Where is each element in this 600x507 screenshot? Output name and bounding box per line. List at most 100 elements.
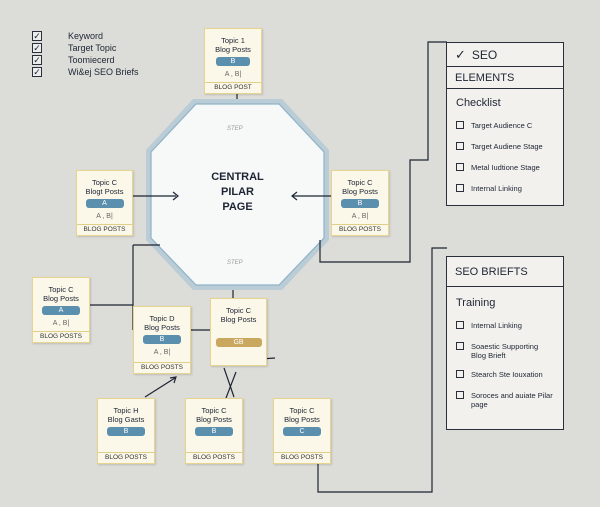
legend-label: Wi&ej SEO Briefs <box>68 67 139 77</box>
topic-card-highlighted[interactable]: Topic C Blog Posts GB <box>210 298 267 366</box>
checkbox-icon[interactable] <box>456 163 464 171</box>
card-topic: Topic C <box>91 178 117 187</box>
central-pillar-title: CENTRAL PILAR PAGE <box>190 170 285 215</box>
panel-subtitle: ELEMENTS <box>447 67 563 89</box>
topic-card[interactable]: Topic 1 Blog Posts B A , B| BLOG POST <box>204 28 262 94</box>
card-tag: B <box>216 57 250 66</box>
card-subtitle: Blog Posts <box>43 294 79 303</box>
checkbox-icon[interactable] <box>456 321 464 329</box>
checklist-item[interactable]: Target Audiene Stage <box>456 142 554 151</box>
checkbox-icon[interactable] <box>456 342 464 350</box>
topic-card[interactable]: Topic C Blog Posts C BLOG POSTS <box>273 398 331 464</box>
card-tag: A <box>42 306 80 315</box>
central-octagon-inner <box>150 103 325 286</box>
legend-item: ✓ Toomiecerd <box>32 54 139 66</box>
card-topic: Topic D <box>149 314 175 323</box>
card-subtitle: Blog Posts <box>342 187 378 196</box>
card-tag: GB <box>215 338 262 347</box>
checklist-label: Target Audience C <box>471 121 533 130</box>
brief-label: Stearch Ste Iouxation <box>471 370 543 379</box>
panel-title: SEO BRIEFTS <box>447 257 563 287</box>
checkbox-icon[interactable]: ✓ <box>32 43 42 53</box>
panel-heading: Checklist <box>456 97 501 109</box>
brief-item[interactable]: Soroces and auiate Pilar page <box>456 391 554 409</box>
checkbox-icon[interactable] <box>456 142 464 150</box>
card-ab: A , B| <box>351 213 369 220</box>
topic-card[interactable]: Topic C Blog Posts A A , B| BLOG POSTS <box>32 277 90 343</box>
card-ab: A , B| <box>52 320 70 327</box>
topic-card[interactable]: Topic C Blog Posts B A , B| BLOG POSTS <box>331 170 389 236</box>
checkmark-icon: ✓ <box>455 46 466 62</box>
legend: ✓ Keyword ✓ Target Topic ✓ Toomiecerd ✓ … <box>32 30 139 78</box>
topic-card[interactable]: Topic C Blog Posts B BLOG POSTS <box>185 398 243 464</box>
card-footer: BLOG POST <box>205 82 261 92</box>
seo-briefs-panel: SEO BRIEFTS Training Internal Linking So… <box>446 256 564 430</box>
brief-item[interactable]: Soaestic Supporting Blog Brieft <box>456 342 554 360</box>
card-subtitle: Blog Gasts <box>107 415 145 424</box>
card-footer: BLOG POSTS <box>77 224 132 234</box>
card-footer: BLOG POSTS <box>134 362 190 372</box>
checkbox-icon[interactable] <box>456 121 464 129</box>
panel-title: SEO <box>471 47 498 62</box>
card-tag: B <box>143 335 181 344</box>
card-topic: Topic C <box>347 178 373 187</box>
card-subtitle: Blog Posts <box>144 323 180 332</box>
checkbox-icon[interactable] <box>456 184 464 192</box>
brief-label: Soroces and auiate Pilar page <box>471 391 553 409</box>
card-ab: A , B| <box>224 71 242 78</box>
card-subtitle: Blog Posts <box>284 415 320 424</box>
card-subtitle: Blogt Posts <box>85 187 124 196</box>
card-tag: B <box>107 427 145 436</box>
checklist-label: Target Audiene Stage <box>471 142 543 151</box>
checkbox-icon[interactable]: ✓ <box>32 55 42 65</box>
legend-item: ✓ Wi&ej SEO Briefs <box>32 66 139 78</box>
checkbox-icon[interactable] <box>456 370 464 378</box>
brief-label: Internal Linking <box>471 321 522 330</box>
card-footer: BLOG POSTS <box>332 224 388 234</box>
checklist-item[interactable]: Metal Iudtione Stage <box>456 163 554 172</box>
card-footer: BLOG POSTS <box>186 452 242 462</box>
central-line-1: CENTRAL <box>211 171 264 183</box>
card-ab: A , B| <box>96 213 113 220</box>
brief-item[interactable]: Internal Linking <box>456 321 554 330</box>
legend-item: ✓ Target Topic <box>32 42 139 54</box>
card-subtitle: Blog Posts <box>215 45 251 54</box>
card-topic: Topic C <box>289 406 315 415</box>
card-tag: B <box>195 427 233 436</box>
card-tag: A <box>85 199 124 208</box>
topic-card[interactable]: Topic H Blog Gasts B BLOG POSTS <box>97 398 155 464</box>
card-ab: A , B| <box>153 349 171 356</box>
card-footer: BLOG POSTS <box>33 331 89 341</box>
card-topic: Topic C <box>201 406 227 415</box>
brief-label: Soaestic Supporting Blog Brieft <box>471 342 539 360</box>
legend-item: ✓ Keyword <box>32 30 139 42</box>
panel-heading: Training <box>456 297 496 309</box>
card-tag: B <box>341 199 379 208</box>
seo-elements-panel: ✓ SEO ELEMENTS Checklist Target Audience… <box>446 42 564 206</box>
card-topic: Topic 1 <box>221 36 245 45</box>
card-topic: Topic C <box>48 285 74 294</box>
panel-title-row: ✓ SEO <box>447 43 563 67</box>
step-label-bottom: STEP <box>227 260 243 266</box>
card-subtitle: Blog Posts <box>196 415 232 424</box>
brief-item[interactable]: Stearch Ste Iouxation <box>456 370 554 379</box>
checkbox-icon[interactable]: ✓ <box>32 67 42 77</box>
card-tag: C <box>283 427 321 436</box>
legend-label: Target Topic <box>68 43 117 53</box>
checklist-item[interactable]: Target Audience C <box>456 121 554 130</box>
checkbox-icon[interactable] <box>456 391 464 399</box>
legend-label: Toomiecerd <box>68 55 115 65</box>
card-subtitle: Blog Posts <box>220 315 257 324</box>
card-topic: Topic H <box>113 406 139 415</box>
checklist-label: Metal Iudtione Stage <box>471 163 540 172</box>
checklist-label: Internal Linking <box>471 184 522 193</box>
checkbox-icon[interactable]: ✓ <box>32 31 42 41</box>
step-label-top: STEP <box>227 126 243 132</box>
central-line-2: PILAR <box>221 186 254 198</box>
checklist-item[interactable]: Internal Linking <box>456 184 554 193</box>
card-footer: BLOG POSTS <box>274 452 330 462</box>
legend-label: Keyword <box>68 31 104 41</box>
topic-card[interactable]: Topic D Blog Posts B A , B| BLOG POSTS <box>133 306 191 374</box>
topic-card[interactable]: Topic C Blogt Posts A A , B| BLOG POSTS <box>76 170 133 236</box>
